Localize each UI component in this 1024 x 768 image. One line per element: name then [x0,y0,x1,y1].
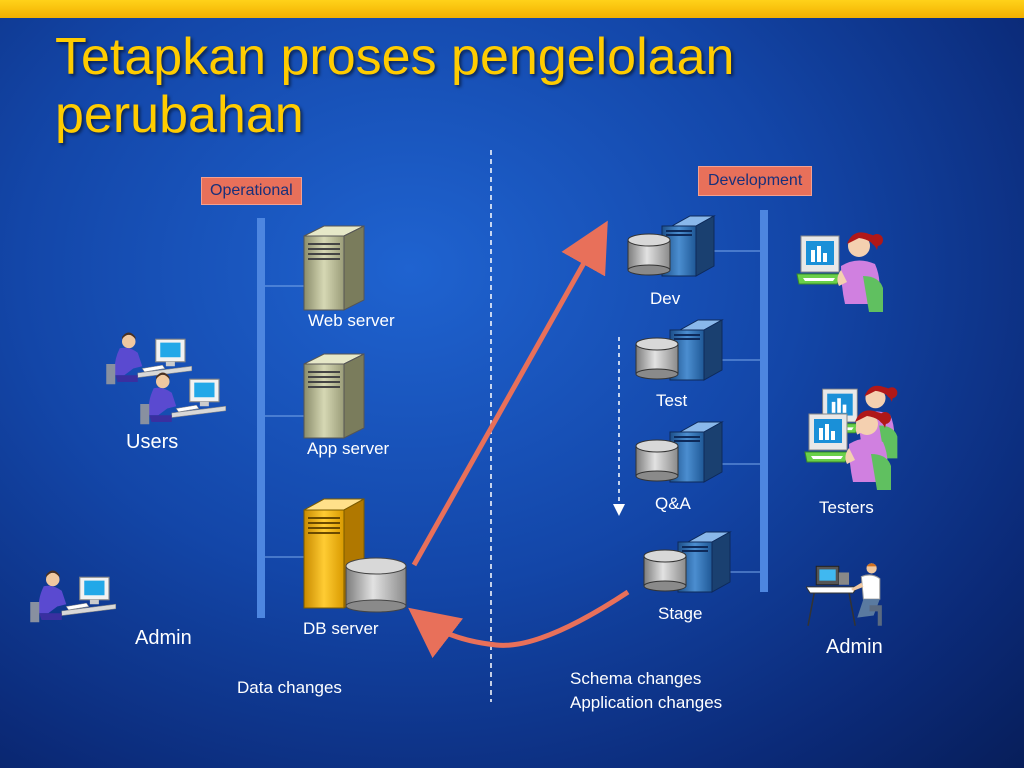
users-label: Users [126,431,179,453]
user-person-icon [139,371,227,425]
dev-server-icon [627,215,716,277]
stage-label: Stage [658,604,703,623]
qa-label: Q&A [655,494,691,513]
application-changes-label: Application changes [570,693,723,712]
dev-label: Dev [650,289,681,308]
test-server-icon [635,319,724,381]
admin-person-icon [29,569,117,623]
tester-person-icon [796,231,884,313]
web-server-icon [303,225,365,311]
web-server-label: Web server [308,311,395,330]
schema-changes-label: Schema changes [570,669,702,688]
test-label: Test [656,391,688,410]
data-changes-label: Data changes [237,678,342,697]
db-server-icon [303,498,407,613]
development-bus [760,210,768,592]
top-accent-bar [0,0,1024,18]
user-person-icon [105,331,193,385]
change-types: Schema changes Application changes [570,667,722,715]
deploy-arrow-back [408,589,630,659]
testers-label: Testers [819,498,874,517]
operational-admin-label: Admin [135,627,192,649]
admin-desk-icon [806,562,883,627]
db-server-label: DB server [303,619,379,638]
slide-title: Tetapkan proses pengelolaan perubahan [55,28,735,144]
development-tag: Development [698,166,813,196]
operational-tag: Operational [201,177,302,205]
app-server-icon [303,353,365,439]
operational-bus [257,218,265,618]
schema-change-arrow-up [411,220,608,567]
qa-server-icon [635,421,724,483]
app-server-label: App server [307,439,390,458]
stage-server-icon [643,531,732,593]
development-admin-label: Admin [826,636,883,658]
